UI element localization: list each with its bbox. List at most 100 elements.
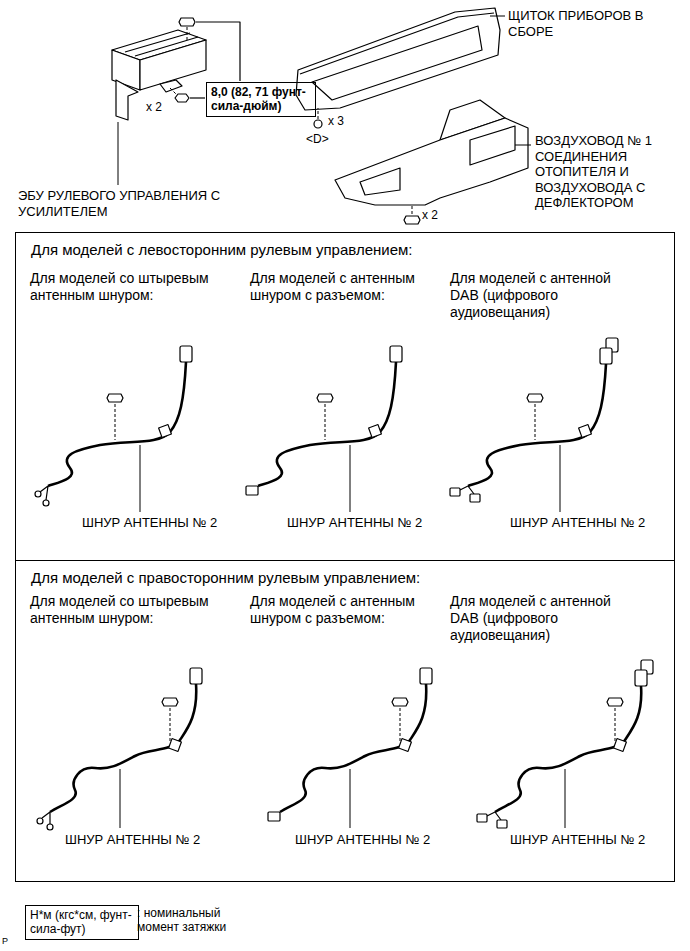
antenna-cord <box>460 486 474 494</box>
leader-line <box>190 97 205 98</box>
antenna-cord <box>37 668 202 830</box>
quantity: x 3 <box>328 114 358 128</box>
antenna-cord <box>170 708 171 743</box>
antenna-cord <box>420 668 432 684</box>
heater-duct <box>470 126 515 165</box>
antenna-cord <box>317 394 333 402</box>
instrument-panel <box>296 8 500 110</box>
bolt <box>179 18 195 26</box>
part-name: ШНУР АНТЕННЫ № 2 <box>287 515 447 531</box>
heater-duct <box>515 145 531 146</box>
box-text: Для моделей с левосторонним рулевым упра… <box>31 241 659 259</box>
clip <box>314 120 322 128</box>
antenna-cord <box>579 425 592 438</box>
figure-code: P <box>2 936 16 947</box>
antenna-cord <box>140 445 141 512</box>
antenna-cord <box>50 684 196 812</box>
power-steering-ecu <box>116 80 138 120</box>
leader-line <box>196 22 240 81</box>
antenna-cord <box>635 670 647 686</box>
antenna-cord <box>497 820 507 828</box>
antenna-cord <box>607 698 623 706</box>
part-name: ШНУР АНТЕННЫ № 2 <box>510 832 670 848</box>
power-steering-ecu <box>112 30 206 120</box>
antenna-cord <box>107 394 123 402</box>
part-name: ЩИТОК ПРИБОРОВ В СБОРЕ <box>508 8 683 39</box>
bolt <box>187 27 188 40</box>
antenna-cord <box>468 364 606 486</box>
box-text: 8,0 (82, 71 фунт-сила-дюйм) <box>211 85 311 114</box>
part-name: ВОЗДУХОВОД № 1 СОЕДИНЕНИЯ ОТОПИТЕЛЯ И ВО… <box>535 133 665 211</box>
nut <box>175 94 189 102</box>
antenna-cord <box>535 404 536 440</box>
antenna-cord <box>614 739 627 752</box>
heater-duct <box>360 168 400 195</box>
clip-code: <D> <box>306 132 340 146</box>
antenna-cord <box>477 814 487 822</box>
antenna-cord <box>450 488 460 496</box>
antenna-cord <box>392 698 408 706</box>
variant-heading: Для моделей со штыревым антенным шнуром: <box>30 270 210 304</box>
antenna-cord <box>280 684 426 812</box>
antenna-cord <box>159 425 172 438</box>
power-steering-ecu <box>160 80 182 92</box>
part-name: ШНУР АНТЕННЫ № 2 <box>82 515 242 531</box>
part-name: ШНУР АНТЕННЫ № 2 <box>295 832 455 848</box>
clip <box>318 108 319 119</box>
quantity: x 2 <box>422 208 452 222</box>
antenna-cord <box>37 818 43 824</box>
antenna-cord <box>258 362 396 486</box>
instrument-panel <box>296 8 505 110</box>
instrument-panel <box>490 16 505 17</box>
legend-text: : номинальный момент затяжки <box>137 906 257 935</box>
antenna-cord <box>48 362 186 486</box>
antenna-cord <box>369 425 382 438</box>
antenna-cord <box>35 346 192 512</box>
quantity: x 2 <box>146 100 176 114</box>
antenna-cord <box>120 769 121 828</box>
antenna-cord <box>495 686 641 812</box>
part-name: ШНУР АНТЕННЫ № 2 <box>510 515 670 531</box>
antenna-cord <box>390 346 402 362</box>
antenna-cord <box>325 404 326 440</box>
antenna-cord <box>399 739 412 752</box>
antenna-cord <box>470 494 480 502</box>
antenna-cord <box>565 769 566 828</box>
part-name: ШНУР АНТЕННЫ № 2 <box>65 832 225 848</box>
screw <box>404 206 420 224</box>
antenna-cord <box>487 812 501 820</box>
legend-box: Н*м (кгс*см, фунт-сила-фут) <box>25 905 139 940</box>
screw <box>404 216 420 224</box>
antenna-cord <box>246 486 258 495</box>
box-text: Для моделей с правосторонним рулевым упр… <box>31 569 659 587</box>
variant-heading: Для моделей с антенной DAB (цифрового ау… <box>450 270 640 320</box>
antenna-cord <box>450 338 618 512</box>
variant-heading: Для моделей с антенным шнуром с разъемом… <box>250 593 430 627</box>
bolt <box>179 18 195 40</box>
instrument-panel <box>312 26 482 100</box>
variant-heading: Для моделей с антенной DAB (цифрового ау… <box>450 593 640 643</box>
antenna-cord <box>600 348 612 364</box>
variant-heading: Для моделей с антенным шнуром с разъемом… <box>250 270 430 304</box>
antenna-cord <box>190 668 202 684</box>
antenna-cord <box>115 404 116 440</box>
part-name: ЭБУ РУЛЕВОГО УПРАВЛЕНИЯ С УСИЛИТЕЛЕМ <box>18 188 268 219</box>
antenna-cord <box>246 346 402 512</box>
antenna-cord <box>162 698 178 706</box>
heater-duct <box>335 100 531 205</box>
antenna-cord <box>169 739 182 752</box>
power-steering-ecu <box>125 33 198 56</box>
antenna-cord <box>268 812 280 821</box>
antenna-cord <box>47 824 53 830</box>
antenna-cord <box>43 500 49 506</box>
box-text: Н*м (кгс*см, фунт-сила-фут) <box>30 908 134 937</box>
screw <box>412 206 413 214</box>
antenna-cord <box>35 491 41 497</box>
antenna-cord <box>527 394 543 402</box>
antenna-cord <box>560 445 561 512</box>
nut <box>170 88 189 102</box>
antenna-cord <box>350 445 351 512</box>
antenna-cord <box>180 346 192 362</box>
leader-line <box>118 122 119 185</box>
